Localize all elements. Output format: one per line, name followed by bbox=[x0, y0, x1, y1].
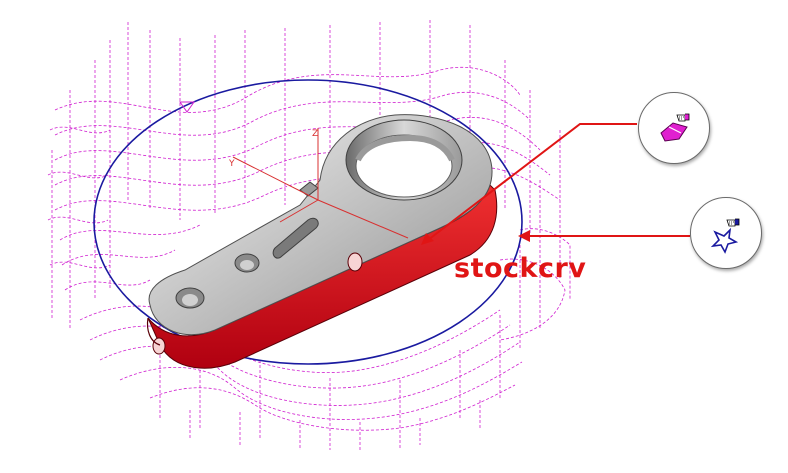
stock-curve-label: stockcrv bbox=[454, 253, 587, 284]
side-hole-1 bbox=[347, 252, 363, 272]
side-hole-2 bbox=[152, 337, 166, 355]
start-point-marker bbox=[179, 101, 195, 113]
svg-text:Z: Z bbox=[312, 129, 318, 139]
stock-curve[interactable] bbox=[93, 79, 523, 365]
svg-text:Y: Y bbox=[228, 159, 235, 169]
surface-select-button[interactable] bbox=[638, 92, 710, 164]
large-bore-opening bbox=[355, 134, 453, 198]
slot bbox=[272, 217, 319, 259]
surface-pick-icon bbox=[660, 113, 690, 142]
annotation-arrows bbox=[421, 123, 690, 245]
curve-select-button[interactable] bbox=[690, 197, 762, 269]
coordinate-axes: Z Y bbox=[228, 128, 409, 239]
connecting-arm-part[interactable] bbox=[146, 114, 498, 369]
star-curve-pick-icon bbox=[710, 218, 740, 254]
